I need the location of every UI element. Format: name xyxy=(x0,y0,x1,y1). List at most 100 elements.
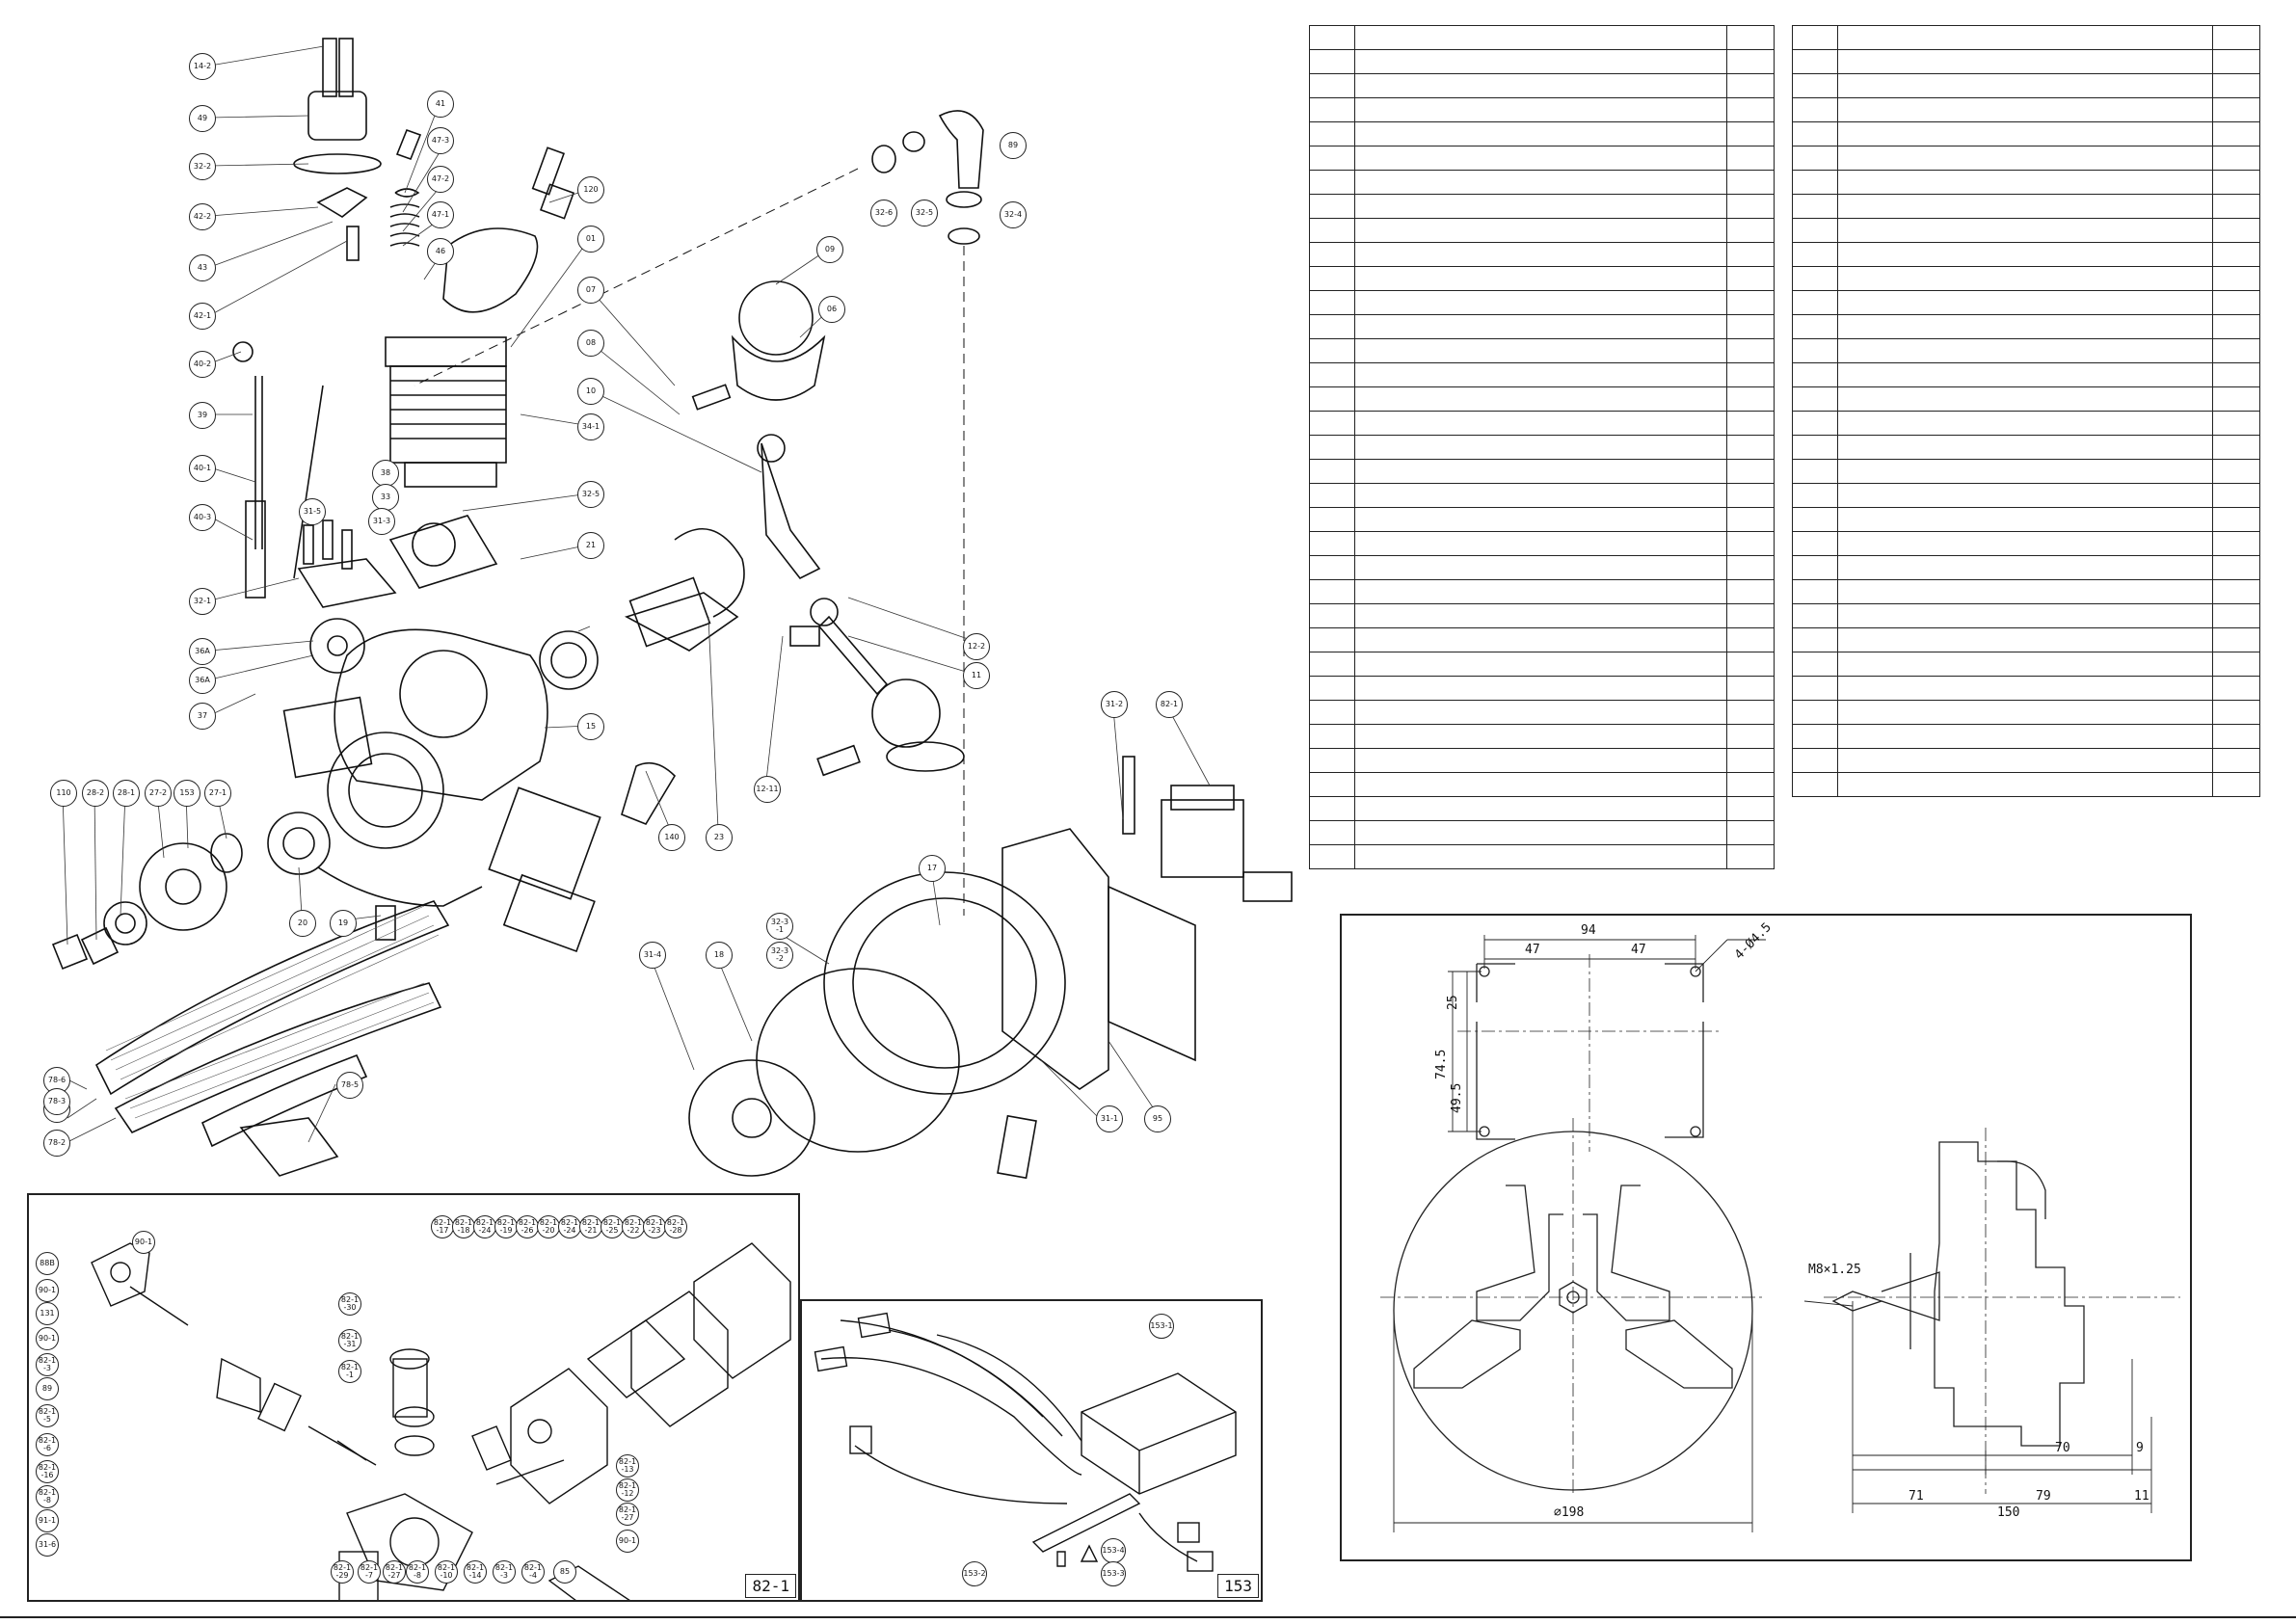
parts-table-cell xyxy=(1354,121,1727,146)
part-callout: 82-1 -26 xyxy=(516,1215,539,1238)
parts-table-row xyxy=(1792,49,2260,74)
part-callout: 82-1 -8 xyxy=(406,1560,429,1584)
parts-table-cell xyxy=(1309,121,1355,146)
part-callout: 85 xyxy=(553,1560,576,1584)
parts-table-row xyxy=(1792,121,2260,146)
parts-table-row xyxy=(1792,314,2260,339)
part-callout: 82-1 -4 xyxy=(521,1560,545,1584)
parts-table-cell xyxy=(1837,627,2213,652)
parts-table-row xyxy=(1309,362,1775,387)
parts-table-row xyxy=(1309,772,1775,797)
parts-table-cell xyxy=(1726,314,1775,339)
parts-table-cell xyxy=(1309,435,1355,460)
part-callout: 82-1 -10 xyxy=(435,1560,458,1584)
parts-table-cell xyxy=(1726,146,1775,171)
parts-table-cell xyxy=(1309,194,1355,219)
parts-table-cell xyxy=(1354,97,1727,122)
parts-table-cell xyxy=(2212,507,2260,532)
part-callout: 82-1 -7 xyxy=(358,1560,381,1584)
parts-table-cell xyxy=(1837,25,2213,50)
parts-table-row xyxy=(1309,218,1775,243)
part-callout: 82-1 -27 xyxy=(616,1503,639,1526)
part-callout: 82-1 -5 xyxy=(36,1404,59,1427)
parts-table-cell xyxy=(2212,266,2260,291)
parts-table-row xyxy=(1792,194,2260,219)
parts-table-cell xyxy=(2212,218,2260,243)
parts-table-row xyxy=(1309,555,1775,580)
parts-table-row xyxy=(1309,170,1775,195)
parts-table-row xyxy=(1309,676,1775,701)
parts-table-row xyxy=(1792,386,2260,412)
parts-table-cell xyxy=(2212,242,2260,267)
parts-table-cell xyxy=(1792,603,1838,628)
page-footer-rule xyxy=(0,1616,2296,1618)
parts-table-cell xyxy=(2212,724,2260,749)
parts-table-cell xyxy=(2212,411,2260,436)
parts-table-cell xyxy=(1309,579,1355,604)
parts-table-row xyxy=(1309,652,1775,677)
parts-table-row xyxy=(1309,290,1775,315)
parts-table-cell xyxy=(1309,242,1355,267)
parts-table-row xyxy=(1309,242,1775,267)
part-callout: 82-1 -23 xyxy=(643,1215,666,1238)
parts-table-row xyxy=(1309,507,1775,532)
parts-table-cell xyxy=(1309,627,1355,652)
parts-table-cell xyxy=(1837,170,2213,195)
parts-table-cell xyxy=(1792,411,1838,436)
dimension-label: 49.5 xyxy=(1450,1082,1464,1113)
parts-table-cell xyxy=(1792,652,1838,677)
part-callout: 90-1 xyxy=(36,1279,59,1302)
parts-table-cell xyxy=(1726,97,1775,122)
exploded-engine-view xyxy=(51,38,1293,1180)
parts-table-row xyxy=(1792,700,2260,725)
parts-table-cell xyxy=(1726,411,1775,436)
parts-table-cell xyxy=(1309,49,1355,74)
part-callout: 82-1 -1 xyxy=(338,1360,361,1383)
dimension-label: 9 xyxy=(2136,1441,2144,1455)
part-callout: 82-1 -3 xyxy=(36,1353,59,1376)
parts-table-cell xyxy=(1354,676,1727,701)
dimension-label: 4-Ø4.5 xyxy=(1732,919,1775,963)
parts-table-cell xyxy=(2212,386,2260,412)
parts-table-cell xyxy=(1309,700,1355,725)
parts-table-cell xyxy=(1309,25,1355,50)
parts-table-cell xyxy=(1837,507,2213,532)
dimension-label: 25 xyxy=(1446,995,1460,1010)
parts-table-cell xyxy=(1792,483,1838,508)
dimension-label: 11 xyxy=(2134,1489,2149,1504)
parts-table-cell xyxy=(1792,242,1838,267)
parts-table-row xyxy=(1792,290,2260,315)
parts-table-cell xyxy=(1354,603,1727,628)
parts-table-cell xyxy=(1837,290,2213,315)
ignition-box-tag: 153 xyxy=(1217,1574,1259,1598)
parts-table-cell xyxy=(1837,531,2213,556)
parts-table-cell xyxy=(1726,820,1775,845)
parts-table-cell xyxy=(1309,386,1355,412)
parts-table-row xyxy=(1309,146,1775,171)
parts-table-cell xyxy=(1354,459,1727,484)
parts-table-cell xyxy=(1726,49,1775,74)
parts-table-cell xyxy=(1309,73,1355,98)
parts-table-cell xyxy=(1837,555,2213,580)
parts-table-row xyxy=(1309,483,1775,508)
parts-table-cell xyxy=(1726,796,1775,821)
parts-table-cell xyxy=(1309,483,1355,508)
parts-table-cell xyxy=(1837,386,2213,412)
parts-table-row xyxy=(1792,555,2260,580)
parts-table-cell xyxy=(1837,724,2213,749)
parts-table-row xyxy=(1792,772,2260,797)
parts-table-cell xyxy=(1837,579,2213,604)
parts-table-row xyxy=(1309,194,1775,219)
part-callout: 90-1 xyxy=(132,1231,155,1254)
carburetor-exploded-view xyxy=(91,1242,791,1624)
parts-table-cell xyxy=(1354,579,1727,604)
parts-table-cell xyxy=(2212,627,2260,652)
part-callout: 82-1 -24 xyxy=(473,1215,496,1238)
parts-table-cell xyxy=(1792,579,1838,604)
parts-table-row xyxy=(1792,579,2260,604)
parts-table-cell xyxy=(1354,290,1727,315)
parts-table-cell xyxy=(1354,555,1727,580)
parts-table-row xyxy=(1792,603,2260,628)
parts-table-row xyxy=(1309,411,1775,436)
